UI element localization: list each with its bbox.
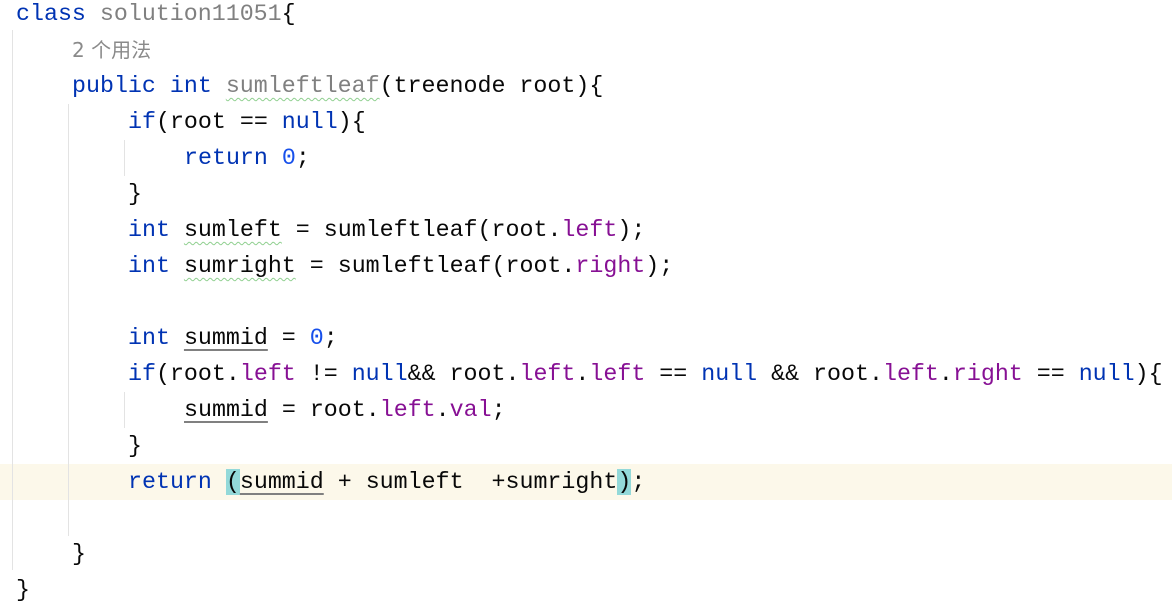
code-token: }	[128, 181, 142, 207]
code-line[interactable]: summid = root.left.val;	[0, 392, 1172, 428]
code-token	[212, 73, 226, 99]
code-token: ==	[1022, 361, 1079, 387]
code-line[interactable]: public int sumleftleaf(treenode root){	[0, 68, 1172, 104]
code-token: solution11051	[99, 1, 282, 27]
code-token: .	[575, 361, 590, 387]
code-token: {	[281, 1, 296, 27]
code-line[interactable]: }	[0, 176, 1172, 212]
code-token: }	[16, 577, 30, 603]
code-line[interactable]: return (summid + sumleft +sumright);	[0, 464, 1172, 500]
code-token: )	[617, 469, 632, 495]
code-token: 0	[281, 145, 296, 171]
code-token: left	[379, 397, 436, 423]
code-token	[170, 217, 184, 243]
code-token: }	[72, 541, 86, 567]
code-line[interactable]: class solution11051{	[0, 0, 1172, 32]
code-token: int	[169, 73, 212, 99]
usage-hint: 2 个用法	[72, 38, 152, 62]
code-token: null	[701, 361, 758, 387]
code-token: int	[128, 217, 170, 243]
code-token: 0	[309, 325, 324, 351]
code-token: ==	[645, 361, 702, 387]
code-token: right	[952, 361, 1023, 387]
code-token	[170, 253, 184, 279]
code-token: && root.	[407, 361, 520, 387]
code-token: = sumleftleaf(root.	[295, 253, 576, 279]
code-token	[86, 1, 100, 27]
code-token: right	[575, 253, 646, 279]
code-line[interactable]: int sumright = sumleftleaf(root.right);	[0, 248, 1172, 284]
code-token: }	[128, 433, 142, 459]
code-token: =	[267, 325, 310, 351]
code-token	[170, 325, 184, 351]
code-token: left	[589, 361, 646, 387]
code-line[interactable]: if(root.left != null&& root.left.left ==…	[0, 356, 1172, 392]
code-token: val	[449, 397, 492, 423]
code-token: null	[281, 109, 338, 135]
code-token: );	[645, 253, 674, 279]
code-token	[268, 145, 282, 171]
code-token: if	[128, 109, 156, 135]
code-token: summid	[183, 325, 268, 351]
code-token: public	[72, 73, 156, 99]
code-line[interactable]: }	[0, 572, 1172, 608]
code-token: );	[617, 217, 646, 243]
code-token: sumright	[183, 253, 296, 279]
code-token: (treenode root){	[379, 73, 604, 99]
code-token: int	[128, 325, 170, 351]
code-token: sumleftleaf	[225, 73, 380, 99]
code-line[interactable]: return 0;	[0, 140, 1172, 176]
indent-guide	[124, 140, 125, 176]
code-line[interactable]	[0, 500, 1172, 536]
code-token: int	[128, 253, 170, 279]
code-token: ;	[295, 145, 310, 171]
code-token	[156, 73, 170, 99]
code-line[interactable]: int summid = 0;	[0, 320, 1172, 356]
indent-guide	[68, 104, 69, 536]
code-token	[212, 469, 226, 495]
code-token: left	[239, 361, 296, 387]
code-token: sumleft	[183, 217, 282, 243]
code-token: null	[351, 361, 408, 387]
code-line[interactable]: if(root == null){	[0, 104, 1172, 140]
code-token: ){	[337, 109, 366, 135]
code-token: (root ==	[155, 109, 282, 135]
code-token: left	[519, 361, 576, 387]
code-token: && root.	[757, 361, 883, 387]
code-line[interactable]: }	[0, 536, 1172, 572]
code-token: null	[1078, 361, 1135, 387]
code-token: = root.	[267, 397, 380, 423]
code-token: summid	[184, 397, 268, 423]
code-token: .	[435, 397, 450, 423]
code-token: = sumleftleaf(root.	[281, 217, 562, 243]
code-line[interactable]: }	[0, 428, 1172, 464]
code-token: (root.	[155, 361, 240, 387]
code-token: !=	[295, 361, 352, 387]
code-token: return	[128, 469, 212, 495]
code-token: ;	[631, 469, 646, 495]
code-line[interactable]: int sumleft = sumleftleaf(root.left);	[0, 212, 1172, 248]
indent-guide	[12, 30, 13, 570]
code-token: summid	[239, 469, 324, 495]
code-token: (	[225, 469, 240, 495]
code-token: return	[184, 145, 268, 171]
indent-guide	[124, 392, 125, 428]
code-token: class	[16, 1, 86, 27]
code-token: left	[561, 217, 618, 243]
code-line[interactable]	[0, 284, 1172, 320]
code-token: left	[882, 361, 939, 387]
code-token: ;	[323, 325, 338, 351]
code-token: + sumleft +sumright	[323, 469, 618, 495]
code-token: ){	[1134, 361, 1163, 387]
code-token: ;	[491, 397, 506, 423]
code-line[interactable]: 2 个用法	[0, 32, 1172, 68]
code-token: .	[938, 361, 953, 387]
code-token: if	[128, 361, 156, 387]
